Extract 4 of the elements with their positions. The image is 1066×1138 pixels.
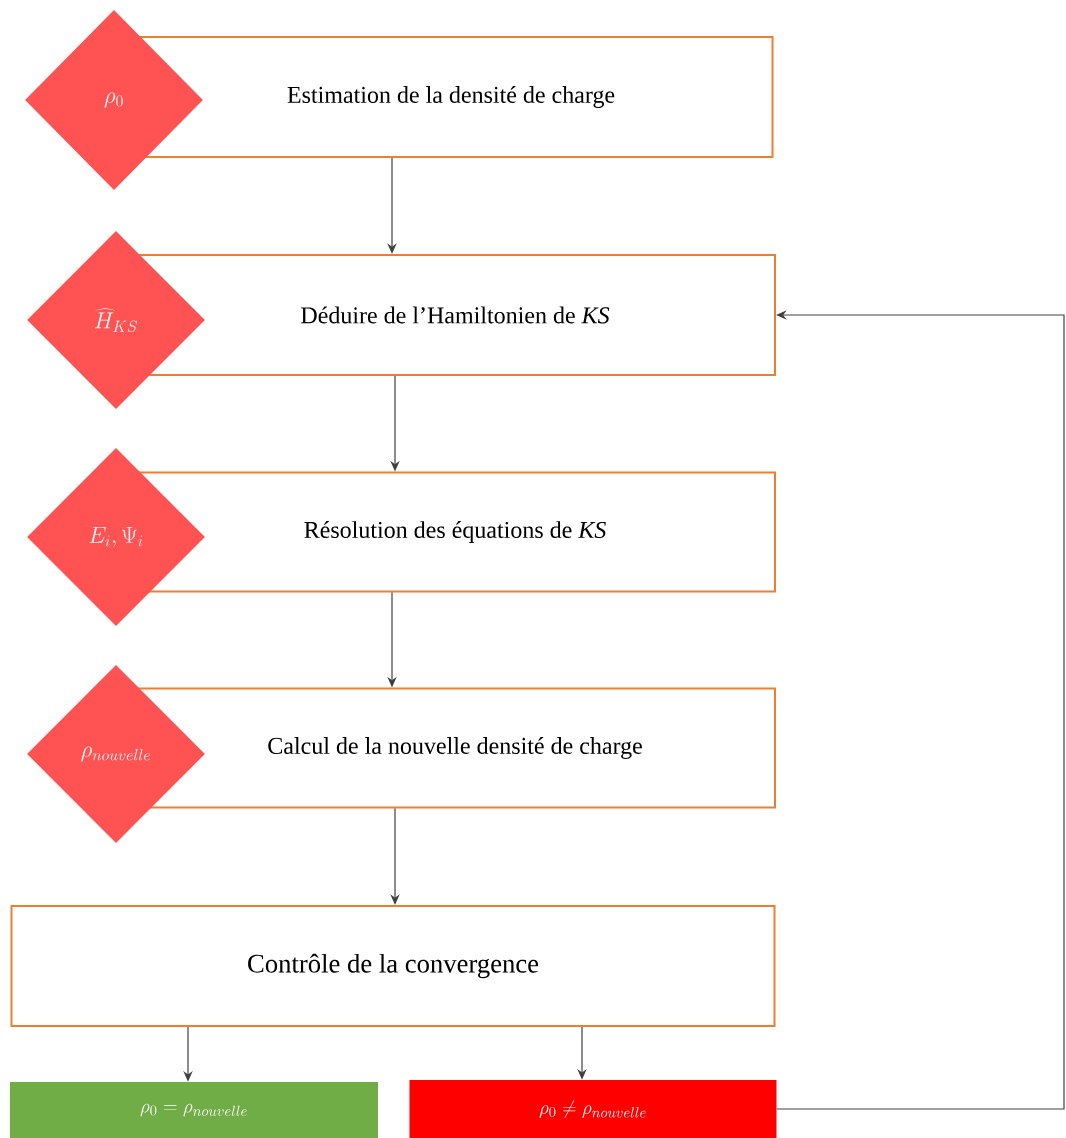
result-box: $\rho_0 \neq \rho_{nouvelle}$ xyxy=(409,1080,777,1138)
process-box: Contrôle de la convergence xyxy=(10,905,776,1027)
result-box: $\rho_0 = \rho_{nouvelle}$ xyxy=(10,1082,378,1138)
process-box: Estimation de la densité de charge xyxy=(128,36,774,158)
